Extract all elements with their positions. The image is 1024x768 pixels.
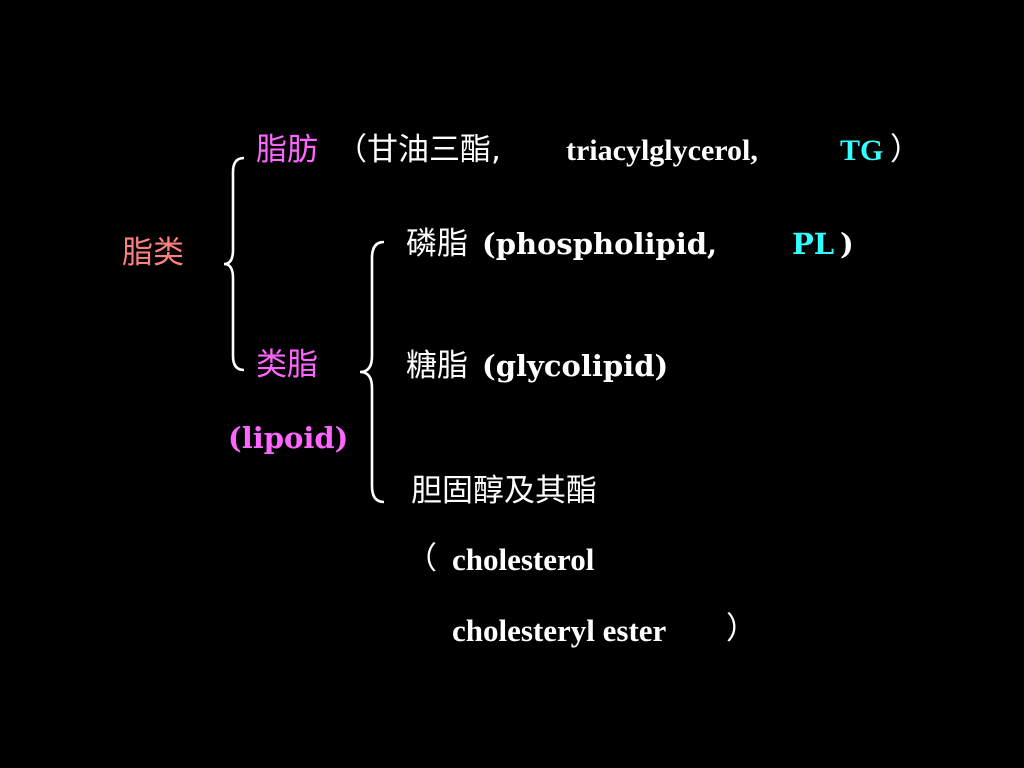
cholesterol-label: 胆固醇及其酯 (411, 473, 597, 509)
cholesterol-paren-close: ） (726, 611, 757, 647)
fat-abbr: TG (840, 134, 884, 167)
fat-label: 脂肪 (256, 132, 318, 168)
cholesterol-line1: cholesterol (452, 542, 595, 577)
phospholipid-abbr: PL (792, 227, 835, 261)
cholesterol-line2: cholesteryl ester (452, 613, 667, 648)
phospholipid-english: (phospholipid, (482, 227, 718, 261)
lipoid-english: (lipoid) (228, 421, 349, 455)
fat-paren-open: （甘油三酯, (336, 132, 501, 168)
glycolipid-label: 糖脂 (406, 348, 468, 384)
phospholipid-label: 磷脂 (406, 226, 468, 262)
phospholipid-paren-close: ) (840, 227, 854, 261)
lipoid-brace (359, 240, 385, 504)
glycolipid-english: (glycolipid) (482, 349, 669, 383)
cholesterol-paren-open: （ (406, 541, 437, 577)
fat-paren-close: ） (890, 132, 921, 168)
fat-english: triacylglycerol, (566, 134, 758, 167)
lipoid-label: 类脂 (256, 347, 318, 383)
root-label-lipids: 脂类 (122, 235, 184, 271)
main-brace (223, 156, 245, 372)
